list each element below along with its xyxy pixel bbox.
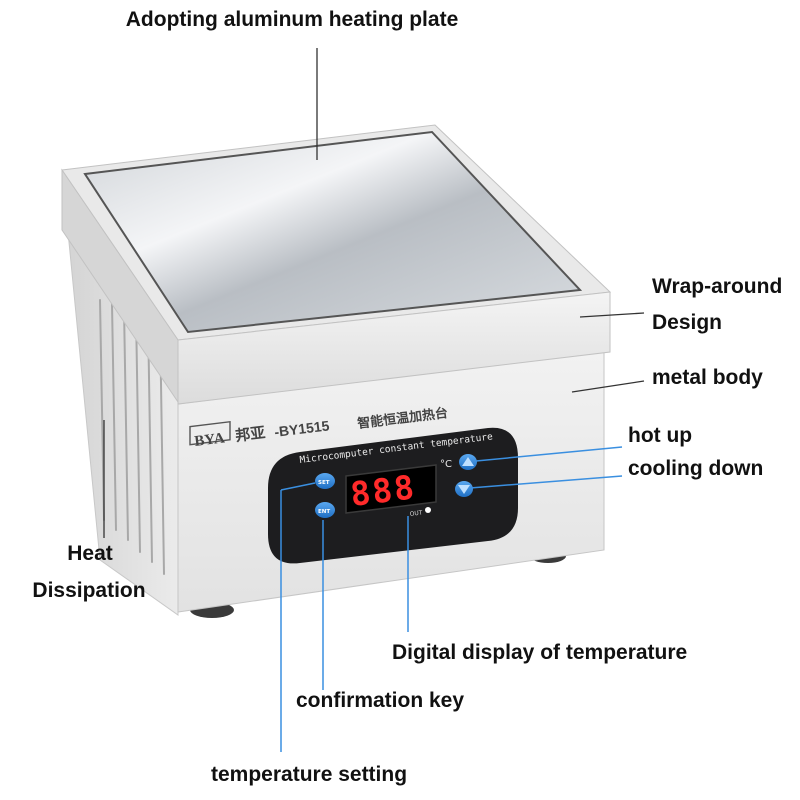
callout-cooling-down: cooling down bbox=[628, 457, 764, 480]
line-cooling-down bbox=[469, 475, 623, 489]
line-hot-up bbox=[475, 446, 623, 462]
cooling-down-button[interactable] bbox=[455, 481, 473, 497]
out-indicator-icon bbox=[425, 507, 431, 513]
brand-logo: BYA bbox=[194, 430, 226, 450]
callout-dissipation: Dissipation bbox=[32, 579, 146, 602]
set-button[interactable]: SET bbox=[315, 473, 335, 489]
wrap-around-frame-front bbox=[177, 291, 611, 405]
digital-display: 888 °C OUT bbox=[345, 459, 452, 518]
callout-lines-blue bbox=[280, 446, 623, 752]
arrow-up-icon bbox=[462, 457, 474, 466]
display-digits: 888 bbox=[348, 467, 418, 514]
callout-temperature-setting: temperature setting bbox=[211, 763, 408, 786]
callout-heating-plate: Adopting aluminum heating plate bbox=[125, 8, 459, 31]
callout-hot-up: hot up bbox=[628, 424, 693, 447]
hot-up-button[interactable] bbox=[459, 454, 477, 470]
callout-confirmation-key: confirmation key bbox=[296, 689, 465, 712]
callout-design: Design bbox=[652, 311, 723, 334]
set-key-label: SET bbox=[318, 480, 330, 486]
callout-lines-black bbox=[103, 48, 645, 538]
arrow-down-icon bbox=[458, 485, 470, 494]
line-metal-body bbox=[571, 380, 645, 393]
ent-button[interactable]: ENT bbox=[315, 502, 335, 518]
out-indicator-label: OUT bbox=[409, 509, 423, 518]
callout-digital-display: Digital display of temperature bbox=[392, 641, 688, 664]
brand-chinese: 邦亚 bbox=[234, 423, 266, 445]
line-wrap-around bbox=[579, 312, 645, 318]
model-number: -BY1515 bbox=[273, 417, 330, 440]
callout-metal-body: metal body bbox=[652, 366, 763, 389]
callout-heat: Heat bbox=[67, 542, 113, 565]
ent-key-label: ENT bbox=[318, 509, 330, 515]
aluminum-heating-plate bbox=[83, 130, 583, 334]
callout-wrap-around: Wrap-around bbox=[652, 275, 783, 298]
celsius-unit: °C bbox=[440, 459, 452, 470]
line-temperature-setting-a bbox=[280, 482, 316, 491]
